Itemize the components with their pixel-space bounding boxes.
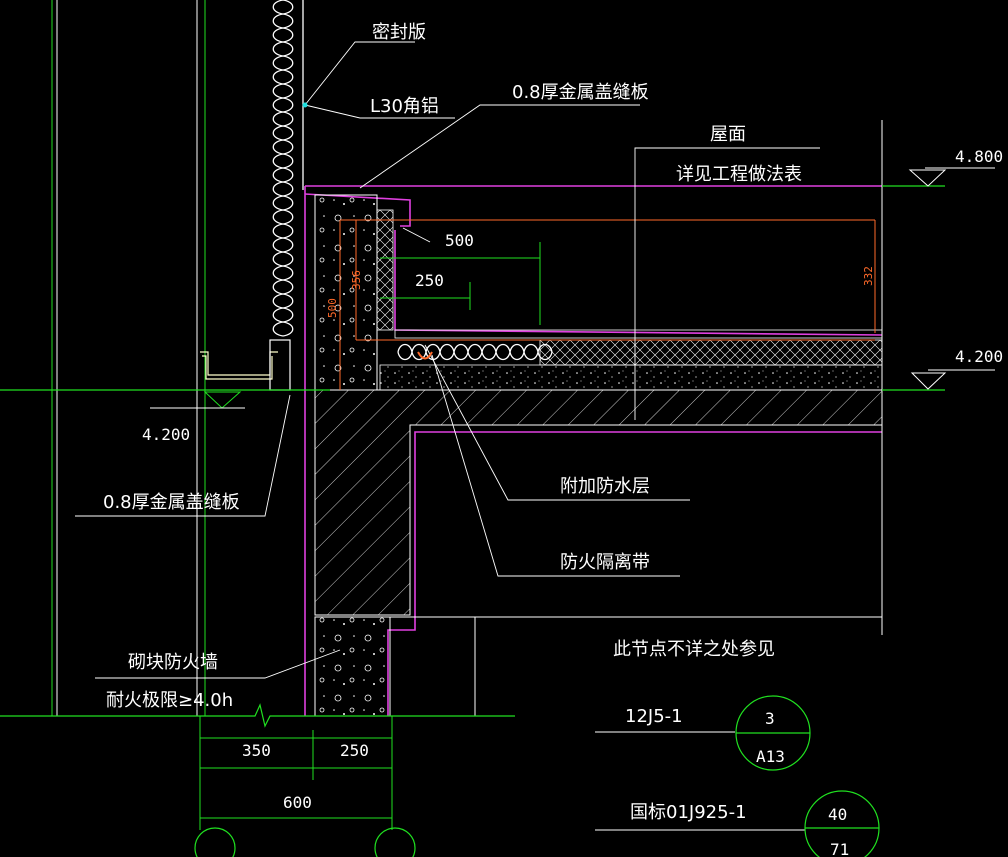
label-angle-alu: L30角铝 — [370, 96, 439, 117]
elevation-markers — [150, 167, 995, 409]
detail-ref-2-bottom: 71 — [830, 840, 849, 857]
label-roof-detail: 详见工程做法表 — [676, 164, 802, 185]
label-fire-rating: 耐火极限≥4.0h — [106, 690, 233, 711]
label-block-wall: 砌块防火墙 — [128, 652, 218, 673]
dim-356-v: 356 — [350, 270, 363, 290]
left-structure-lines — [51, 0, 206, 716]
orange-dimensions — [339, 219, 876, 390]
roof-layers — [379, 329, 883, 391]
fire-strip-marker — [417, 351, 433, 360]
detail-ref-1-top: 3 — [765, 709, 775, 728]
label-seal-plate: 密封版 — [372, 22, 426, 43]
dimension-lines — [199, 242, 541, 830]
detail-ref-1-bottom: A13 — [756, 747, 785, 766]
ground-line — [0, 185, 945, 728]
label-roof: 屋面 — [710, 124, 746, 145]
dim-250-h: 250 — [415, 271, 444, 290]
label-metal-cover-left: 0.8厚金属盖缝板 — [103, 492, 240, 513]
structural-slab — [314, 389, 883, 616]
corrugated-panel — [272, 0, 304, 337]
label-fire-strip: 防火隔离带 — [560, 552, 650, 573]
dim-332-v: 332 — [862, 266, 875, 286]
dim-500-v: 500 — [326, 298, 339, 318]
label-see-note: 此节点不详之处参见 — [613, 639, 775, 660]
label-extra-waterproof: 附加防水层 — [560, 476, 650, 497]
detail-ref-2-top: 40 — [828, 805, 847, 824]
elevation-top-right: 4.800 — [955, 147, 1003, 166]
detail-ref-circles — [194, 695, 880, 857]
angle-anchor-dot — [302, 102, 308, 108]
elevation-left: 4.200 — [142, 425, 190, 444]
dim-500-h: 500 — [445, 231, 474, 250]
label-metal-cover-top: 0.8厚金属盖缝板 — [512, 82, 649, 103]
elevation-mid-right: 4.200 — [955, 347, 1003, 366]
dim-bottom-250: 250 — [340, 741, 369, 760]
dim-bottom-350: 350 — [242, 741, 271, 760]
label-ref1: 12J5-1 — [625, 706, 683, 727]
gutter-bracket — [200, 339, 291, 391]
lower-block-wall — [314, 616, 882, 717]
parapet-block — [314, 194, 394, 391]
label-ref2: 国标01J925-1 — [630, 802, 747, 823]
leader-lines — [75, 41, 820, 831]
dim-bottom-600: 600 — [283, 793, 312, 812]
